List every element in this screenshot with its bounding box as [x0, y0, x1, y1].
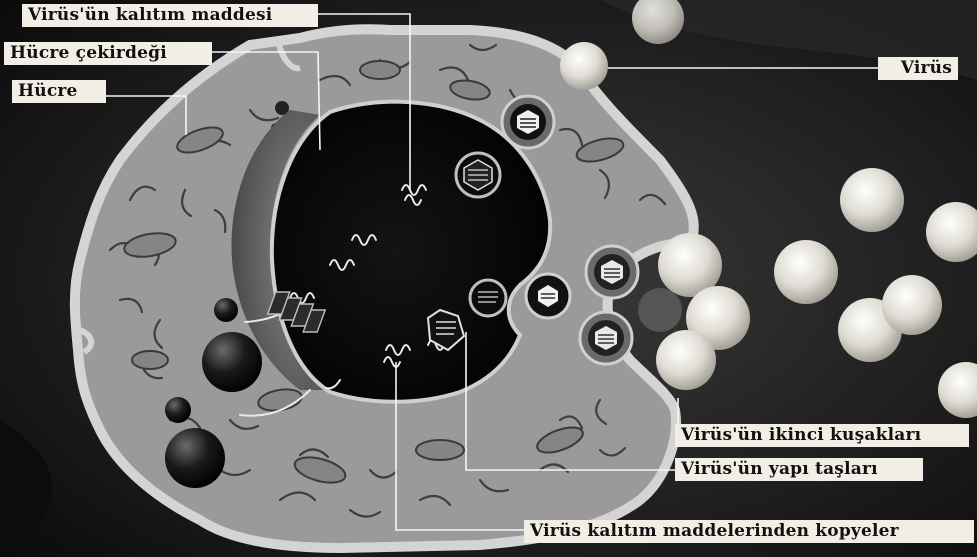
cytoplasm-virion: [586, 246, 638, 298]
cytoplasm-virion: [580, 312, 632, 364]
vesicle: [202, 332, 262, 392]
label-genome-copies: Virüs kalıtım maddelerinden kopyeler: [524, 520, 974, 543]
new-virion: [774, 240, 838, 304]
label-building-blocks: Virüs'ün yapı taşları: [675, 458, 923, 481]
cytoplasm-virion: [526, 274, 570, 318]
new-virion: [656, 330, 716, 390]
label-viral-genome: Virüs'ün kalıtım maddesi: [22, 4, 318, 27]
assembling-virus-2: [470, 280, 506, 316]
virus-entering: [560, 42, 608, 90]
vesicle: [165, 428, 225, 488]
vesicle: [214, 298, 238, 322]
cytoplasm-virion: [502, 96, 554, 148]
label-second-generation: Virüs'ün ikinci kuşakları: [675, 424, 969, 447]
label-cell-nucleus: Hücre çekirdeği: [4, 42, 212, 65]
new-virion: [840, 168, 904, 232]
label-cell: Hücre: [12, 80, 106, 103]
label-virus: Virüs: [878, 57, 958, 80]
new-virion: [882, 275, 942, 335]
budding-dark-sphere: [638, 288, 682, 332]
vesicle: [165, 397, 191, 423]
nucleus: [272, 102, 550, 402]
assembling-virus-1: [456, 153, 500, 197]
